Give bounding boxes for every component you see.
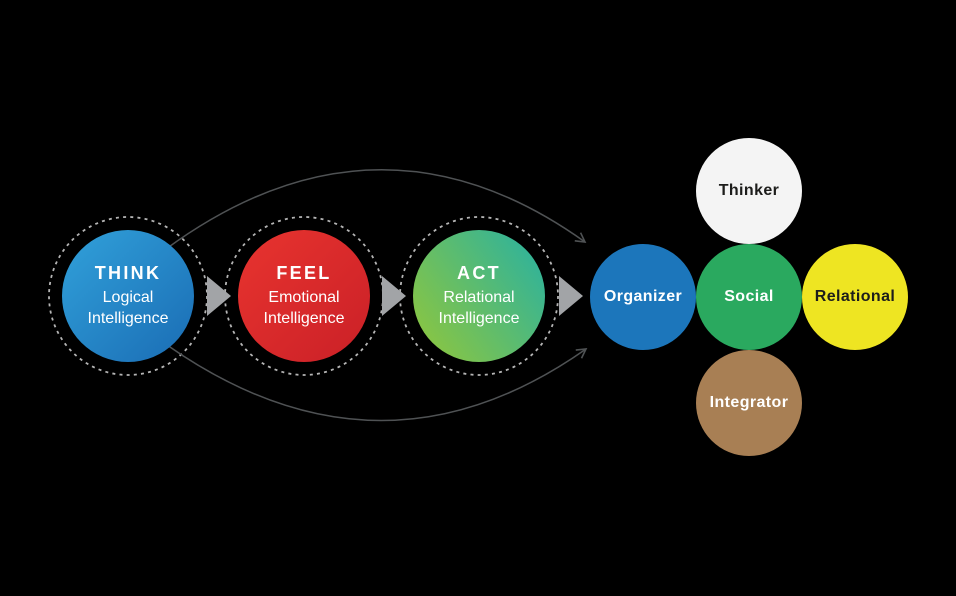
stage-circle-feel bbox=[238, 230, 370, 362]
flow-triangle-3-icon bbox=[559, 276, 583, 316]
profile-circle-relational bbox=[802, 244, 908, 350]
flow-triangle-2-icon bbox=[382, 276, 406, 316]
profile-circle-thinker bbox=[696, 138, 802, 244]
profile-circle-integrator bbox=[696, 350, 802, 456]
stage-circle-think bbox=[62, 230, 194, 362]
flow-triangle-1-icon bbox=[207, 276, 231, 316]
curved-arrow-bottom bbox=[166, 344, 588, 422]
curved-arrow-top bbox=[165, 168, 587, 250]
profile-circle-social bbox=[696, 244, 802, 350]
profile-circle-organizer bbox=[590, 244, 696, 350]
stage-circle-act bbox=[413, 230, 545, 362]
